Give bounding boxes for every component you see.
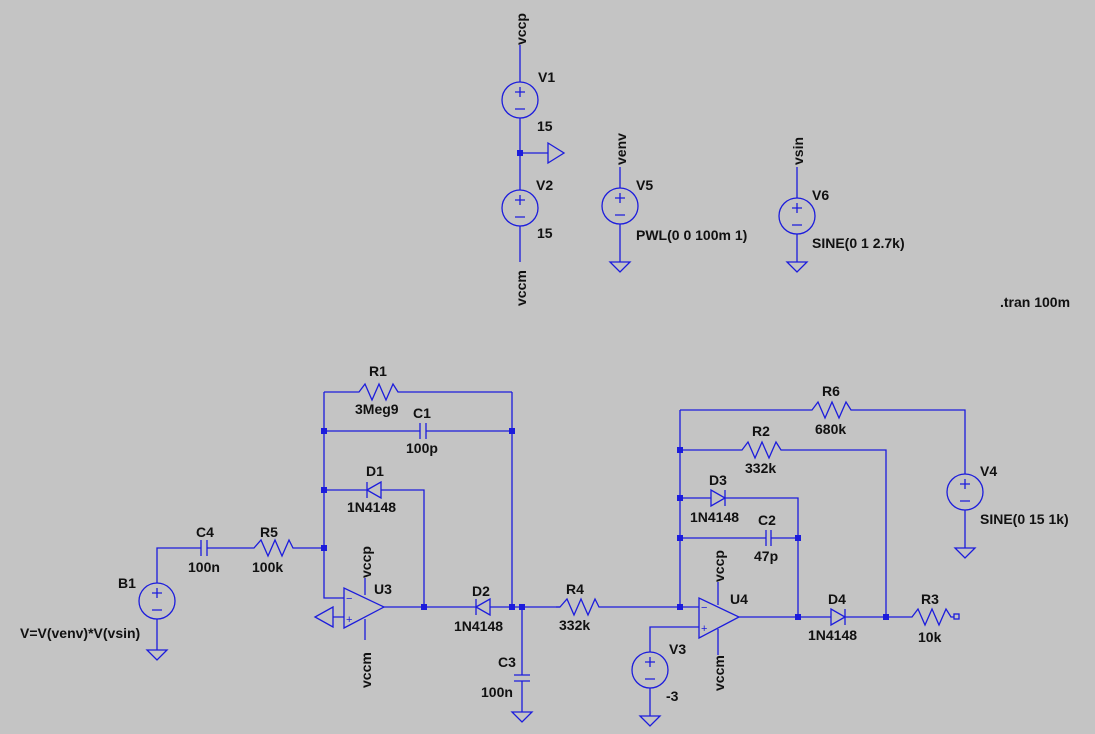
u3-name: U3 (374, 581, 392, 597)
source-v6[interactable]: vsin V6 SINE(0 1 2.7k) (778, 137, 905, 273)
c1-name: C1 (413, 405, 431, 421)
d3-value[interactable]: 1N4148 (690, 509, 739, 525)
plus-sign: + (701, 623, 707, 635)
supply-v1[interactable]: V1 15 (501, 45, 555, 153)
r2-name: R2 (752, 423, 770, 439)
d3-name: D3 (709, 472, 727, 488)
capacitor-c2[interactable]: C2 47p (680, 512, 798, 564)
r2-value[interactable]: 332k (745, 460, 776, 476)
r5-name: R5 (260, 524, 278, 540)
v6-value[interactable]: SINE(0 1 2.7k) (812, 235, 905, 251)
resistor-r1[interactable]: R1 3Meg9 (324, 363, 512, 417)
resistor-r3[interactable]: R3 10k (906, 591, 960, 645)
v3-name: V3 (669, 641, 686, 657)
d2-value[interactable]: 1N4148 (454, 618, 503, 634)
r6-name: R6 (822, 383, 840, 399)
v2-value[interactable]: 15 (537, 225, 553, 241)
net-label-vccp[interactable]: vccp (711, 550, 727, 582)
resistor-r5[interactable]: R5 100k (250, 524, 324, 575)
v4-value[interactable]: SINE(0 15 1k) (980, 511, 1069, 527)
v4-name: V4 (980, 463, 997, 479)
ground-icon (953, 547, 977, 559)
wire-u3-inverting (323, 392, 344, 599)
u4-name: U4 (730, 591, 748, 607)
c3-name: C3 (498, 654, 516, 670)
d1-value[interactable]: 1N4148 (347, 499, 396, 515)
plus-sign: + (346, 614, 352, 626)
spice-directive[interactable]: .tran 100m (1000, 294, 1070, 310)
source-b1[interactable]: B1 V=V(venv)*V(vsin) (20, 547, 201, 661)
net-label-vsin[interactable]: vsin (790, 137, 806, 165)
resistor-r6[interactable]: R6 680k (680, 383, 966, 474)
d2-name: D2 (472, 583, 490, 599)
diode-d2[interactable]: D2 1N4148 (384, 583, 560, 634)
r1-value[interactable]: 3Meg9 (355, 401, 399, 417)
c4-value[interactable]: 100n (188, 559, 220, 575)
ground-icon (313, 605, 334, 629)
junctions (321, 428, 889, 620)
diode-d1[interactable]: D1 1N4148 (324, 463, 425, 607)
opamp-u4[interactable]: − + U4 vccp vccm (698, 550, 748, 691)
source-v4[interactable]: V4 SINE(0 15 1k) (946, 463, 1069, 559)
r4-value[interactable]: 332k (559, 617, 590, 633)
resistor-r4[interactable]: R4 332k (556, 581, 699, 633)
source-v5[interactable]: venv V5 PWL(0 0 100m 1) (601, 133, 747, 273)
c3-value[interactable]: 100n (481, 684, 513, 700)
opamp-u3[interactable]: − + U3 vccp vccm (313, 546, 392, 688)
r5-value[interactable]: 100k (252, 559, 283, 575)
ground-icon (145, 649, 169, 661)
c4-name: C4 (196, 524, 214, 540)
v5-name: V5 (636, 177, 653, 193)
capacitor-c4[interactable]: C4 100n (188, 524, 250, 575)
v1-name: V1 (538, 69, 555, 85)
v1-value[interactable]: 15 (537, 118, 553, 134)
b1-name: B1 (118, 575, 136, 591)
ground-icon (785, 261, 809, 273)
net-label-vccp[interactable]: vccp (513, 13, 529, 45)
minus-sign: − (701, 602, 707, 614)
r6-value[interactable]: 680k (815, 421, 846, 437)
diode-d3[interactable]: D3 1N4148 (680, 472, 799, 617)
net-label-vccm[interactable]: vccm (711, 655, 727, 691)
d1-name: D1 (366, 463, 384, 479)
v3-value[interactable]: -3 (666, 688, 679, 704)
ground-icon (638, 715, 662, 727)
supply-v2[interactable]: V2 15 (501, 153, 553, 262)
net-label-vccp[interactable]: vccp (358, 546, 374, 578)
net-label-vccm[interactable]: vccm (358, 652, 374, 688)
net-label-venv[interactable]: venv (613, 133, 629, 165)
c2-name: C2 (758, 512, 776, 528)
capacitor-c1[interactable]: C1 100p (324, 405, 512, 456)
c2-value[interactable]: 47p (754, 548, 778, 564)
r3-value[interactable]: 10k (918, 629, 942, 645)
r3-name: R3 (921, 591, 939, 607)
source-v3[interactable]: V3 -3 (631, 626, 699, 727)
ground-symbol (520, 141, 566, 165)
net-label-vccm[interactable]: vccm (513, 270, 529, 306)
d4-name: D4 (828, 591, 846, 607)
d4-value[interactable]: 1N4148 (808, 627, 857, 643)
v5-value[interactable]: PWL(0 0 100m 1) (636, 227, 747, 243)
minus-sign: − (346, 593, 352, 605)
b1-value[interactable]: V=V(venv)*V(vsin) (20, 625, 140, 641)
ground-icon (608, 261, 632, 273)
ground-icon (510, 711, 534, 723)
c1-value[interactable]: 100p (406, 440, 438, 456)
r1-name: R1 (369, 363, 387, 379)
r4-name: R4 (566, 581, 584, 597)
capacitor-c3[interactable]: C3 100n (481, 607, 534, 723)
diode-d4[interactable]: D4 1N4148 (739, 591, 906, 643)
v6-name: V6 (812, 187, 829, 203)
resistor-r2[interactable]: R2 332k (680, 423, 887, 617)
v2-name: V2 (536, 177, 553, 193)
